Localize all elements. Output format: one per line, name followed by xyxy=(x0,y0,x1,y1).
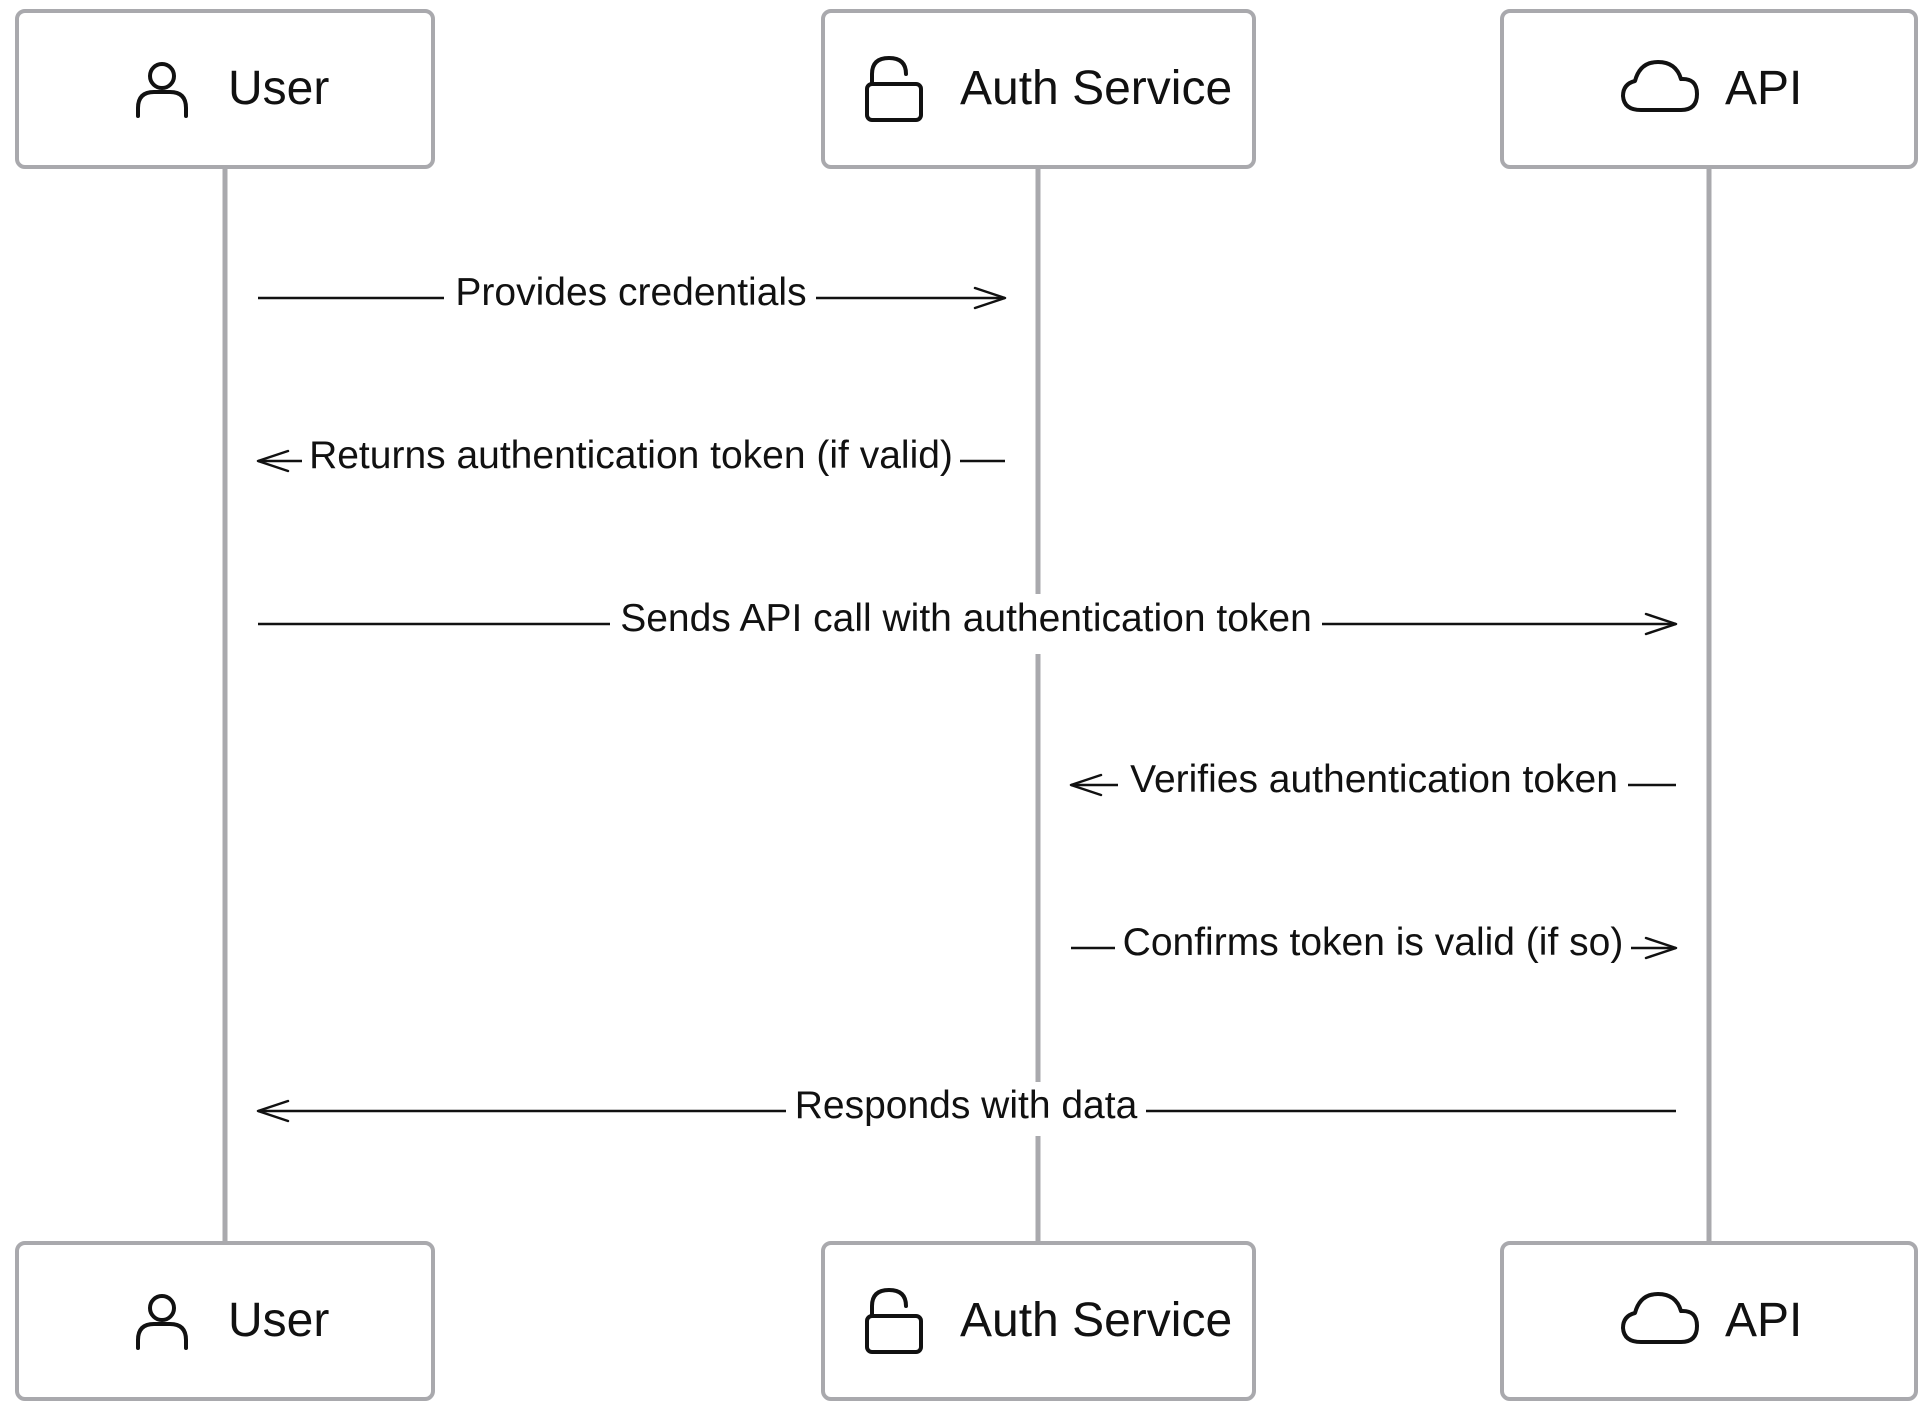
participant-api-top: API xyxy=(1500,9,1918,169)
unlocked-padlock-icon xyxy=(865,56,923,122)
participant-label-user: User xyxy=(228,1294,329,1347)
participant-label-api: API xyxy=(1725,62,1802,115)
cloud-icon xyxy=(1621,1292,1699,1344)
participant-user-top: User xyxy=(15,9,435,169)
message-label: Sends API call with authentication token xyxy=(620,597,1312,640)
message-returns-token: Returns authentication token (if valid) xyxy=(256,432,1005,486)
cloud-icon xyxy=(1621,60,1699,112)
message-label: Confirms token is valid (if so) xyxy=(1123,921,1624,964)
person-icon xyxy=(136,1294,188,1350)
message-label: Provides credentials xyxy=(455,271,806,314)
participant-auth-service-top: Auth Service xyxy=(821,9,1256,169)
participant-label-auth-service: Auth Service xyxy=(960,62,1232,115)
message-label: Responds with data xyxy=(795,1084,1138,1127)
unlocked-padlock-icon xyxy=(865,1288,923,1354)
message-confirms-token: Confirms token is valid (if so) xyxy=(1071,918,1678,972)
message-responds-with-data: Responds with data xyxy=(256,1082,1676,1136)
participant-label-api: API xyxy=(1725,1294,1802,1347)
message-label: Verifies authentication token xyxy=(1130,758,1618,801)
person-icon xyxy=(136,62,188,118)
message-verifies-token: Verifies authentication token xyxy=(1069,756,1676,810)
participant-auth-service-bottom: Auth Service xyxy=(821,1241,1256,1401)
participant-label-user: User xyxy=(228,62,329,115)
message-label: Returns authentication token (if valid) xyxy=(309,434,953,477)
participant-user-bottom: User xyxy=(15,1241,435,1401)
participant-api-bottom: API xyxy=(1500,1241,1918,1401)
participant-label-auth-service: Auth Service xyxy=(960,1294,1232,1347)
message-sends-api-call: Sends API call with authentication token xyxy=(258,594,1678,654)
message-provides-credentials: Provides credentials xyxy=(258,270,1007,324)
